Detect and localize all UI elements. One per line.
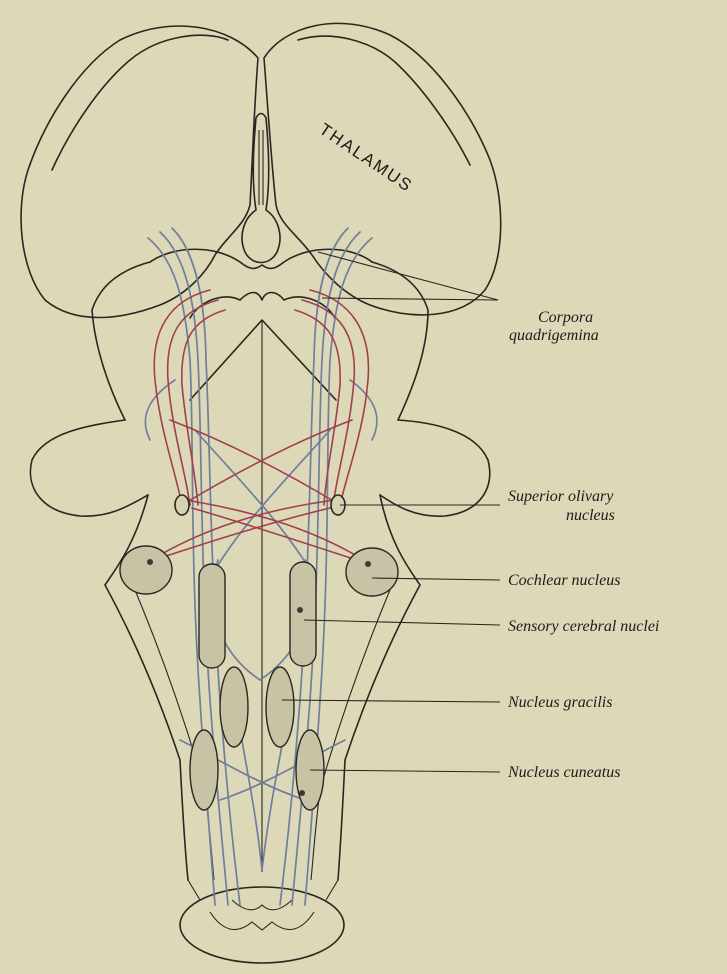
thalamus-outline — [21, 23, 501, 317]
thalamus-label: THALAMUS — [316, 120, 417, 196]
medulla-inner-right — [311, 590, 390, 880]
left-peduncle — [30, 420, 148, 516]
olivary-label-line1: Superior olivary — [508, 488, 614, 505]
gray-matter-h — [210, 900, 314, 930]
spinal-cord-section — [180, 887, 344, 963]
thalamus-left-lobe — [21, 26, 258, 317]
sensory-label: Sensory cerebral nuclei — [508, 618, 659, 635]
cuneatus-left — [190, 730, 218, 810]
ventricle-inner — [259, 130, 263, 205]
corpora-lower — [190, 293, 335, 319]
sensory-nucleus-right — [290, 562, 316, 666]
corpora-label-line2: quadrigemina — [509, 327, 599, 344]
midbrain-left-edge — [92, 262, 150, 420]
cochlear-nucleus-right — [346, 548, 398, 596]
cochlear-nucleus-left — [120, 546, 172, 594]
thalamus-left-inner — [52, 35, 228, 170]
midbrain-right-edge — [372, 262, 428, 420]
nuclei — [120, 495, 398, 810]
gracilis-right — [266, 667, 294, 747]
thalamus-right-inner — [298, 36, 470, 165]
gracilis-left — [220, 667, 248, 747]
gracilis-label: Nucleus gracilis — [507, 694, 612, 711]
right-peduncle — [380, 420, 490, 516]
auditory-tracts — [148, 290, 372, 565]
sensory-nucleus-left — [199, 564, 225, 668]
superior-olivary-left — [175, 495, 189, 515]
cuneatus-label: Nucleus cuneatus — [507, 764, 620, 781]
corpora-label-line1: Corpora — [538, 309, 593, 326]
olivary-label-line2: nucleus — [566, 507, 615, 524]
cochlear-label: Cochlear nucleus — [508, 572, 620, 589]
midbrain-outline — [30, 249, 489, 872]
